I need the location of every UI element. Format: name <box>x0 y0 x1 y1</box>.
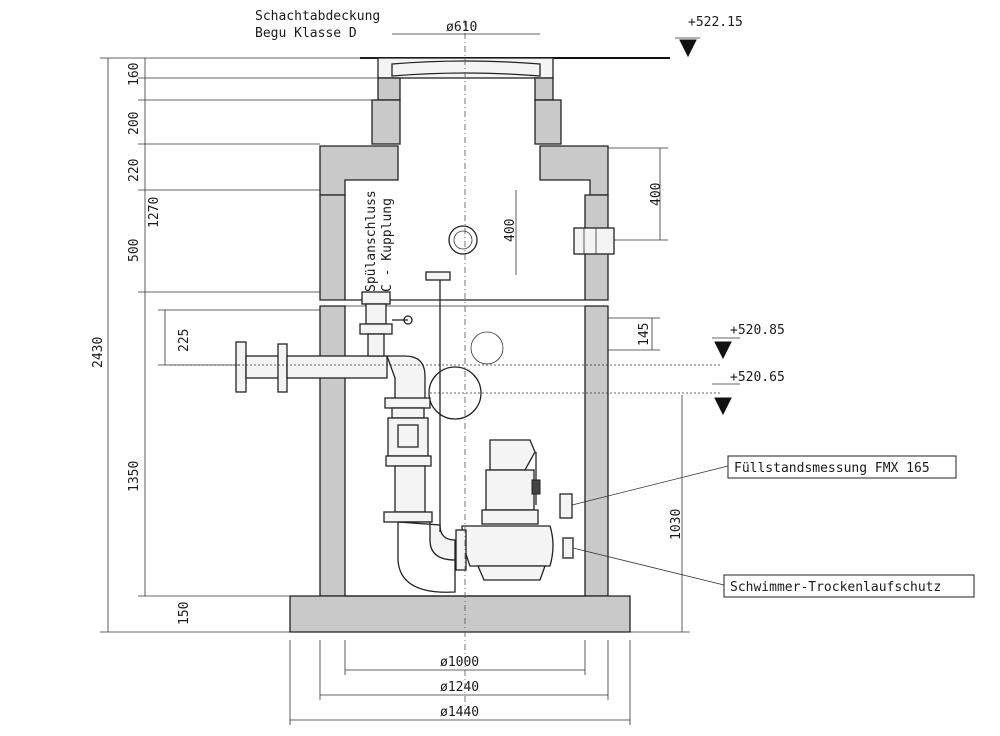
dim-400-inner: 400 <box>503 219 518 242</box>
pressure-pipe <box>383 355 456 593</box>
svg-text:+522.15: +522.15 <box>688 15 743 30</box>
dim-1270: 1270 <box>147 197 162 228</box>
level-sensor <box>559 493 573 519</box>
svg-text:+520.85: +520.85 <box>730 323 785 338</box>
leader-float <box>572 547 725 586</box>
opening-mid <box>470 331 504 365</box>
opening-large <box>428 366 482 420</box>
dim-150: 150 <box>177 602 192 625</box>
flush-label-2: C - Kupplung <box>380 198 395 292</box>
elevation-mid: +520.85 <box>712 323 785 360</box>
elevation-top: +522.15 <box>675 15 743 58</box>
dim-2430: 2430 <box>91 337 106 368</box>
leader-level <box>571 465 729 506</box>
dim-225: 225 <box>177 329 192 352</box>
riser-ring-lower <box>371 99 562 145</box>
dia-1240: ø1240 <box>440 680 479 695</box>
dia-1000: ø1000 <box>440 655 479 670</box>
wall-right-lower <box>584 305 609 597</box>
flush-valve <box>359 291 413 357</box>
dim-1350: 1350 <box>127 461 142 492</box>
inlet-pipe-right <box>573 227 615 255</box>
base-slab <box>289 595 631 633</box>
dia-1440: ø1440 <box>440 705 479 720</box>
dim-145: 145 <box>637 323 652 346</box>
flush-label-1: Spülanschluss <box>364 190 379 292</box>
wall-left-upper <box>319 194 346 301</box>
callout-level-text: Füllstandsmessung FMX 165 <box>734 461 930 476</box>
cover-label-1: Schachtabdeckung <box>255 9 380 24</box>
float-switch <box>562 537 574 559</box>
manhole-cover <box>377 57 554 79</box>
svg-text:+520.65: +520.65 <box>730 370 785 385</box>
cone-left <box>319 145 399 196</box>
discharge-flange <box>235 341 388 393</box>
inlet-opening <box>448 225 478 255</box>
cone-right <box>539 145 609 196</box>
wall-left-lower <box>319 305 346 597</box>
callout-level-box <box>727 455 957 479</box>
dim-220: 220 <box>127 159 142 182</box>
callout-float-text: Schwimmer-Trockenlaufschutz <box>730 580 941 595</box>
dim-400-right: 400 <box>649 183 664 206</box>
dim-1030: 1030 <box>669 509 684 540</box>
dim-500: 500 <box>127 239 142 262</box>
cover-label-2: Begu Klasse D <box>255 26 357 41</box>
dim-160: 160 <box>127 63 142 86</box>
submersible-pump <box>455 439 554 581</box>
dim-200: 200 <box>127 112 142 135</box>
riser-ring-upper <box>377 77 554 101</box>
callout-float-box <box>723 574 975 598</box>
elevation-low: +520.65 <box>712 370 785 416</box>
cover-dia: ø610 <box>446 20 477 35</box>
